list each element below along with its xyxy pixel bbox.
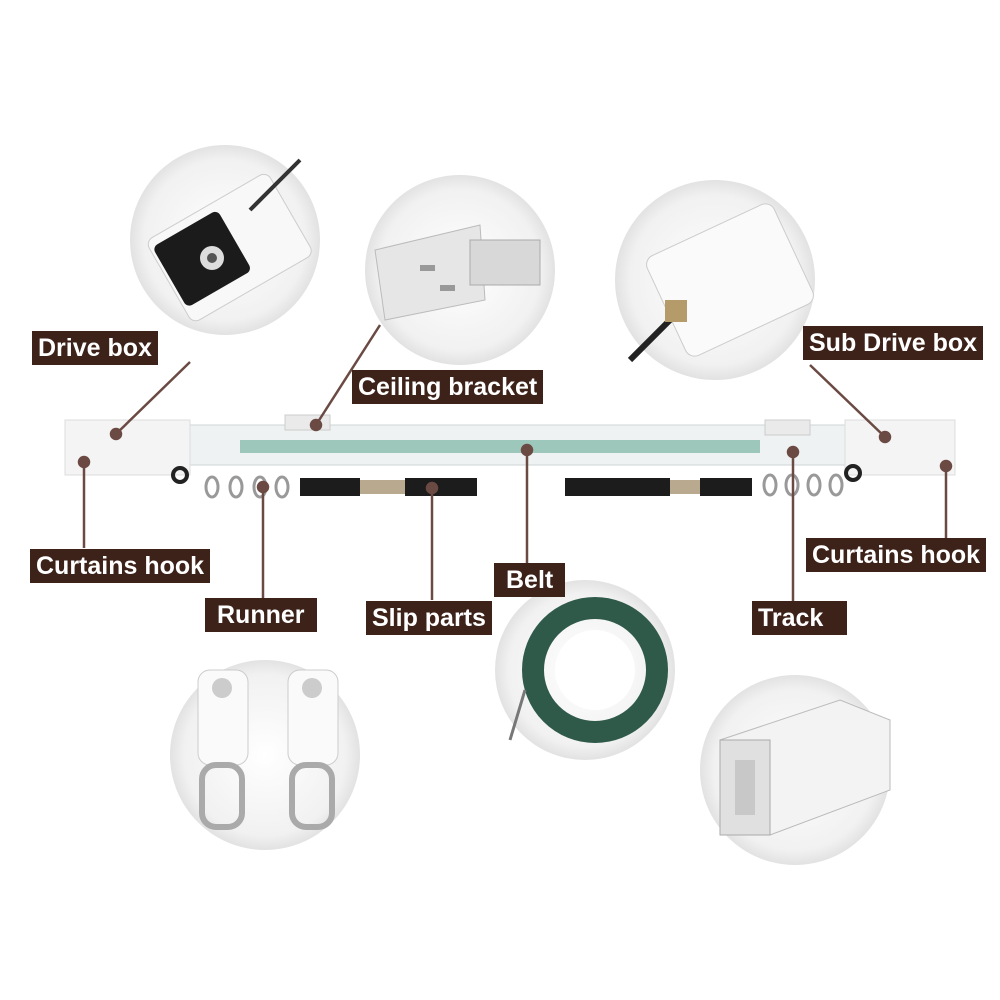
label-runner: Runner: [205, 598, 317, 632]
drive-box-detail-circle: [130, 145, 320, 335]
track-detail-circle: [700, 675, 891, 865]
runner-detail-circle: [170, 660, 360, 850]
label-track: Track: [752, 601, 848, 635]
sub-drive-box-detail-circle: [615, 180, 815, 380]
track-assembly: [64, 414, 956, 499]
ceiling-bracket-detail-circle: [365, 175, 555, 365]
label-ceiling-bracket: Ceiling bracket: [352, 370, 544, 404]
label-belt: Belt: [494, 563, 566, 597]
label-drive-box: Drive box: [32, 331, 158, 365]
label-curtains-hook-right: Curtains hook: [806, 538, 987, 572]
label-slip-parts: Slip parts: [366, 601, 492, 635]
label-sub-drive-box: Sub Drive box: [803, 326, 984, 360]
belt-detail-circle: [495, 580, 675, 760]
leader-lines: [77, 324, 953, 601]
label-curtains-hook-left: Curtains hook: [30, 549, 211, 583]
